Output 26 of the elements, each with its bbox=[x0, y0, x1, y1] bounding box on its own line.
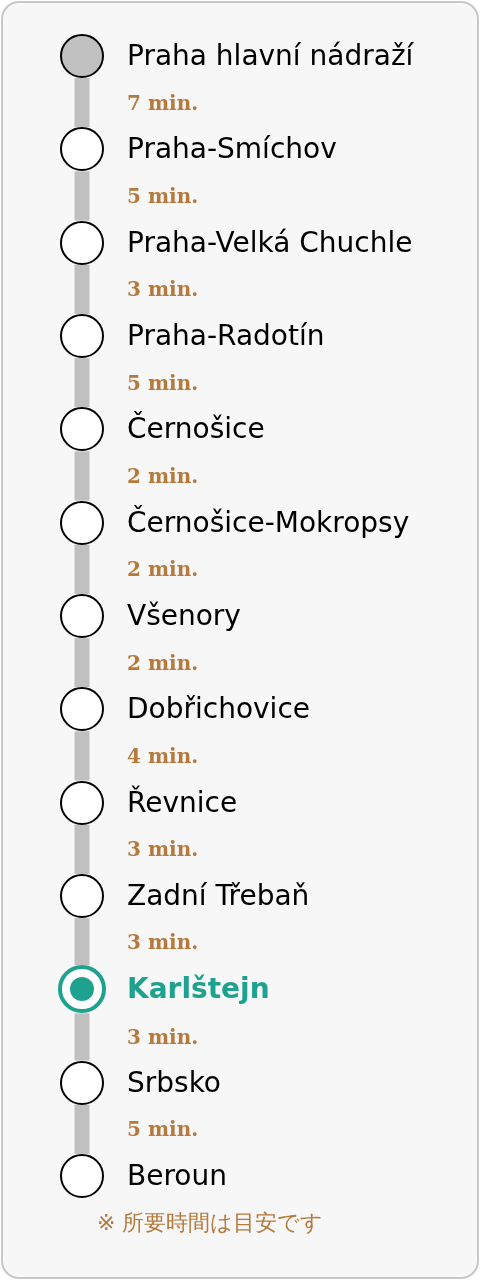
track-line bbox=[74, 358, 90, 408]
station-name: Všenory bbox=[127, 598, 241, 633]
station-name: Karlštejn bbox=[127, 972, 270, 1007]
track-line bbox=[74, 1013, 90, 1061]
track-line bbox=[74, 637, 90, 688]
station-name: Zadní Třebaň bbox=[127, 878, 310, 913]
station-name: Černošice bbox=[127, 412, 265, 447]
station-name: Řevnice bbox=[127, 785, 238, 820]
station-name: Praha-Smíchov bbox=[127, 132, 337, 167]
station-name: Dobřichovice bbox=[127, 692, 310, 727]
track-line bbox=[74, 917, 90, 966]
track-line bbox=[74, 78, 90, 128]
track-line bbox=[74, 171, 90, 221]
track-line bbox=[74, 731, 90, 781]
track-line bbox=[74, 544, 90, 594]
station-name: Praha-Velká Chuchle bbox=[127, 225, 413, 260]
track-line bbox=[74, 1104, 90, 1154]
track-line bbox=[74, 264, 90, 314]
station-name: Praha hlavní nádraží bbox=[127, 39, 414, 73]
track-line bbox=[74, 824, 90, 874]
station-name: Beroun bbox=[127, 1158, 227, 1193]
track-line bbox=[74, 451, 90, 501]
station-name: Černošice-Mokropsy bbox=[127, 505, 410, 540]
footnote: ※ 所要時間は目安です bbox=[97, 1209, 324, 1237]
station-name: Praha-Radotín bbox=[127, 319, 325, 353]
station-name: Srbsko bbox=[127, 1065, 221, 1100]
